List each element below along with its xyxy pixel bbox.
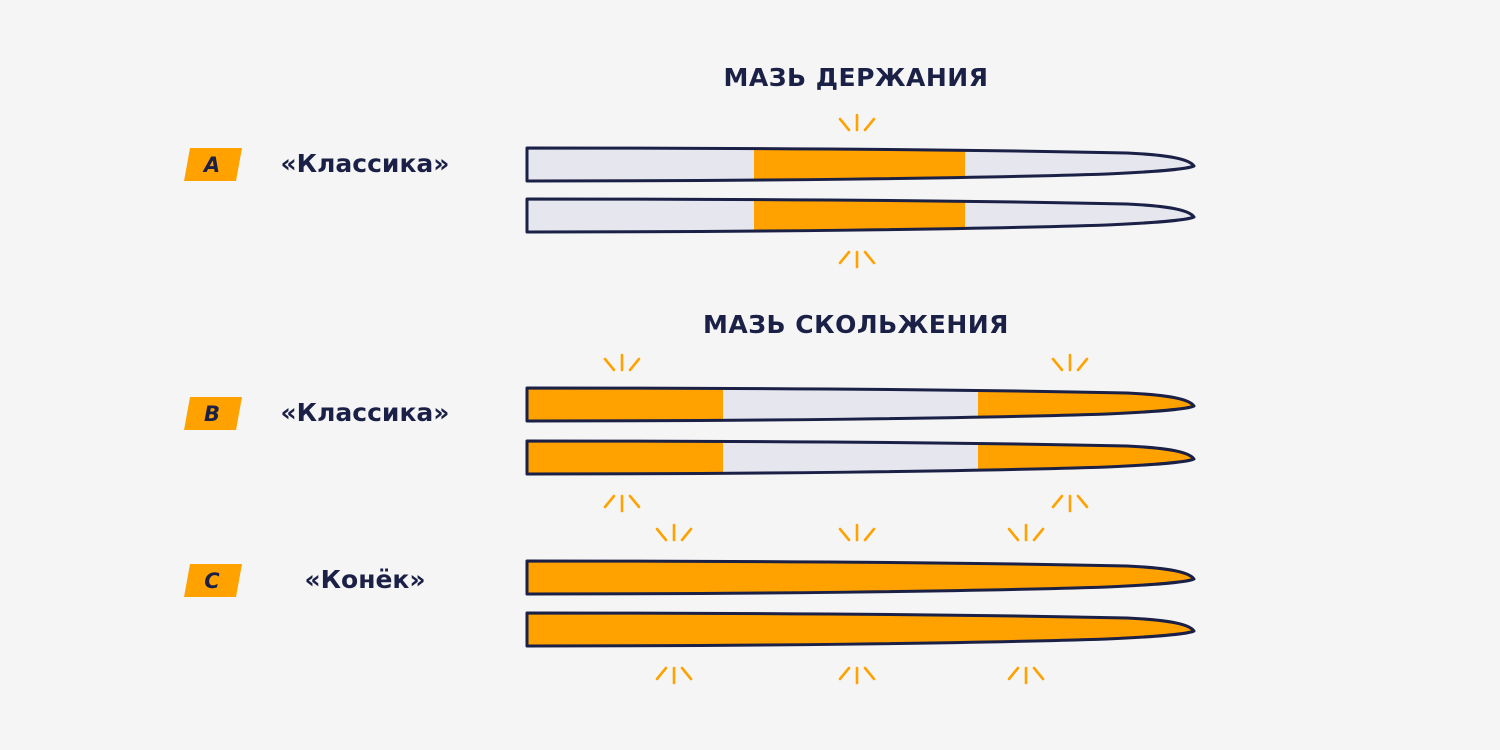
row-b-label: «Классика» xyxy=(281,398,450,427)
glide-wax-zone-tip xyxy=(978,441,1194,474)
row-a: A «Классика» xyxy=(184,113,1196,269)
grip-wax-heading: МАЗЬ ДЕРЖАНИЯ xyxy=(724,63,989,92)
grip-wax-zone xyxy=(754,199,965,232)
grip-wax-zone xyxy=(754,148,965,181)
row-a-label: «Классика» xyxy=(281,149,450,178)
ski-a-top xyxy=(525,146,1196,183)
sparkle-icon xyxy=(838,113,876,132)
sparkle-icon xyxy=(1051,353,1089,372)
ski-b-top xyxy=(525,386,1196,423)
row-c-label: «Конёк» xyxy=(304,565,425,594)
sparkle-icon xyxy=(603,494,641,513)
sparkle-icon xyxy=(1007,523,1045,542)
ski-c-top xyxy=(525,559,1196,596)
ski-b-bottom xyxy=(525,439,1196,476)
badge-b-letter: B xyxy=(204,402,220,426)
badge-c-letter: C xyxy=(204,569,220,593)
badge-c: C xyxy=(184,564,242,597)
glide-wax-zone-tip xyxy=(978,388,1194,421)
sparkle-icon xyxy=(655,523,693,542)
badge-b: B xyxy=(184,397,242,430)
glide-wax-zone-tail xyxy=(527,388,723,421)
ski-a-bottom xyxy=(525,197,1196,234)
row-c: C «Конёк» xyxy=(184,523,1196,685)
glide-wax-zone-tail xyxy=(527,441,723,474)
sparkle-icon xyxy=(838,523,876,542)
sparkle-icon xyxy=(838,666,876,685)
row-b: B «Классика» xyxy=(184,353,1196,513)
glide-wax-heading: МАЗЬ СКОЛЬЖЕНИЯ xyxy=(703,310,1009,339)
sparkle-icon xyxy=(603,353,641,372)
sparkle-icon xyxy=(838,250,876,269)
badge-a: A xyxy=(184,148,242,181)
sparkle-icon xyxy=(1051,494,1089,513)
sparkle-icon xyxy=(1007,666,1045,685)
ski-c-bottom xyxy=(525,611,1196,648)
badge-a-letter: A xyxy=(202,153,220,177)
sparkle-icon xyxy=(655,666,693,685)
